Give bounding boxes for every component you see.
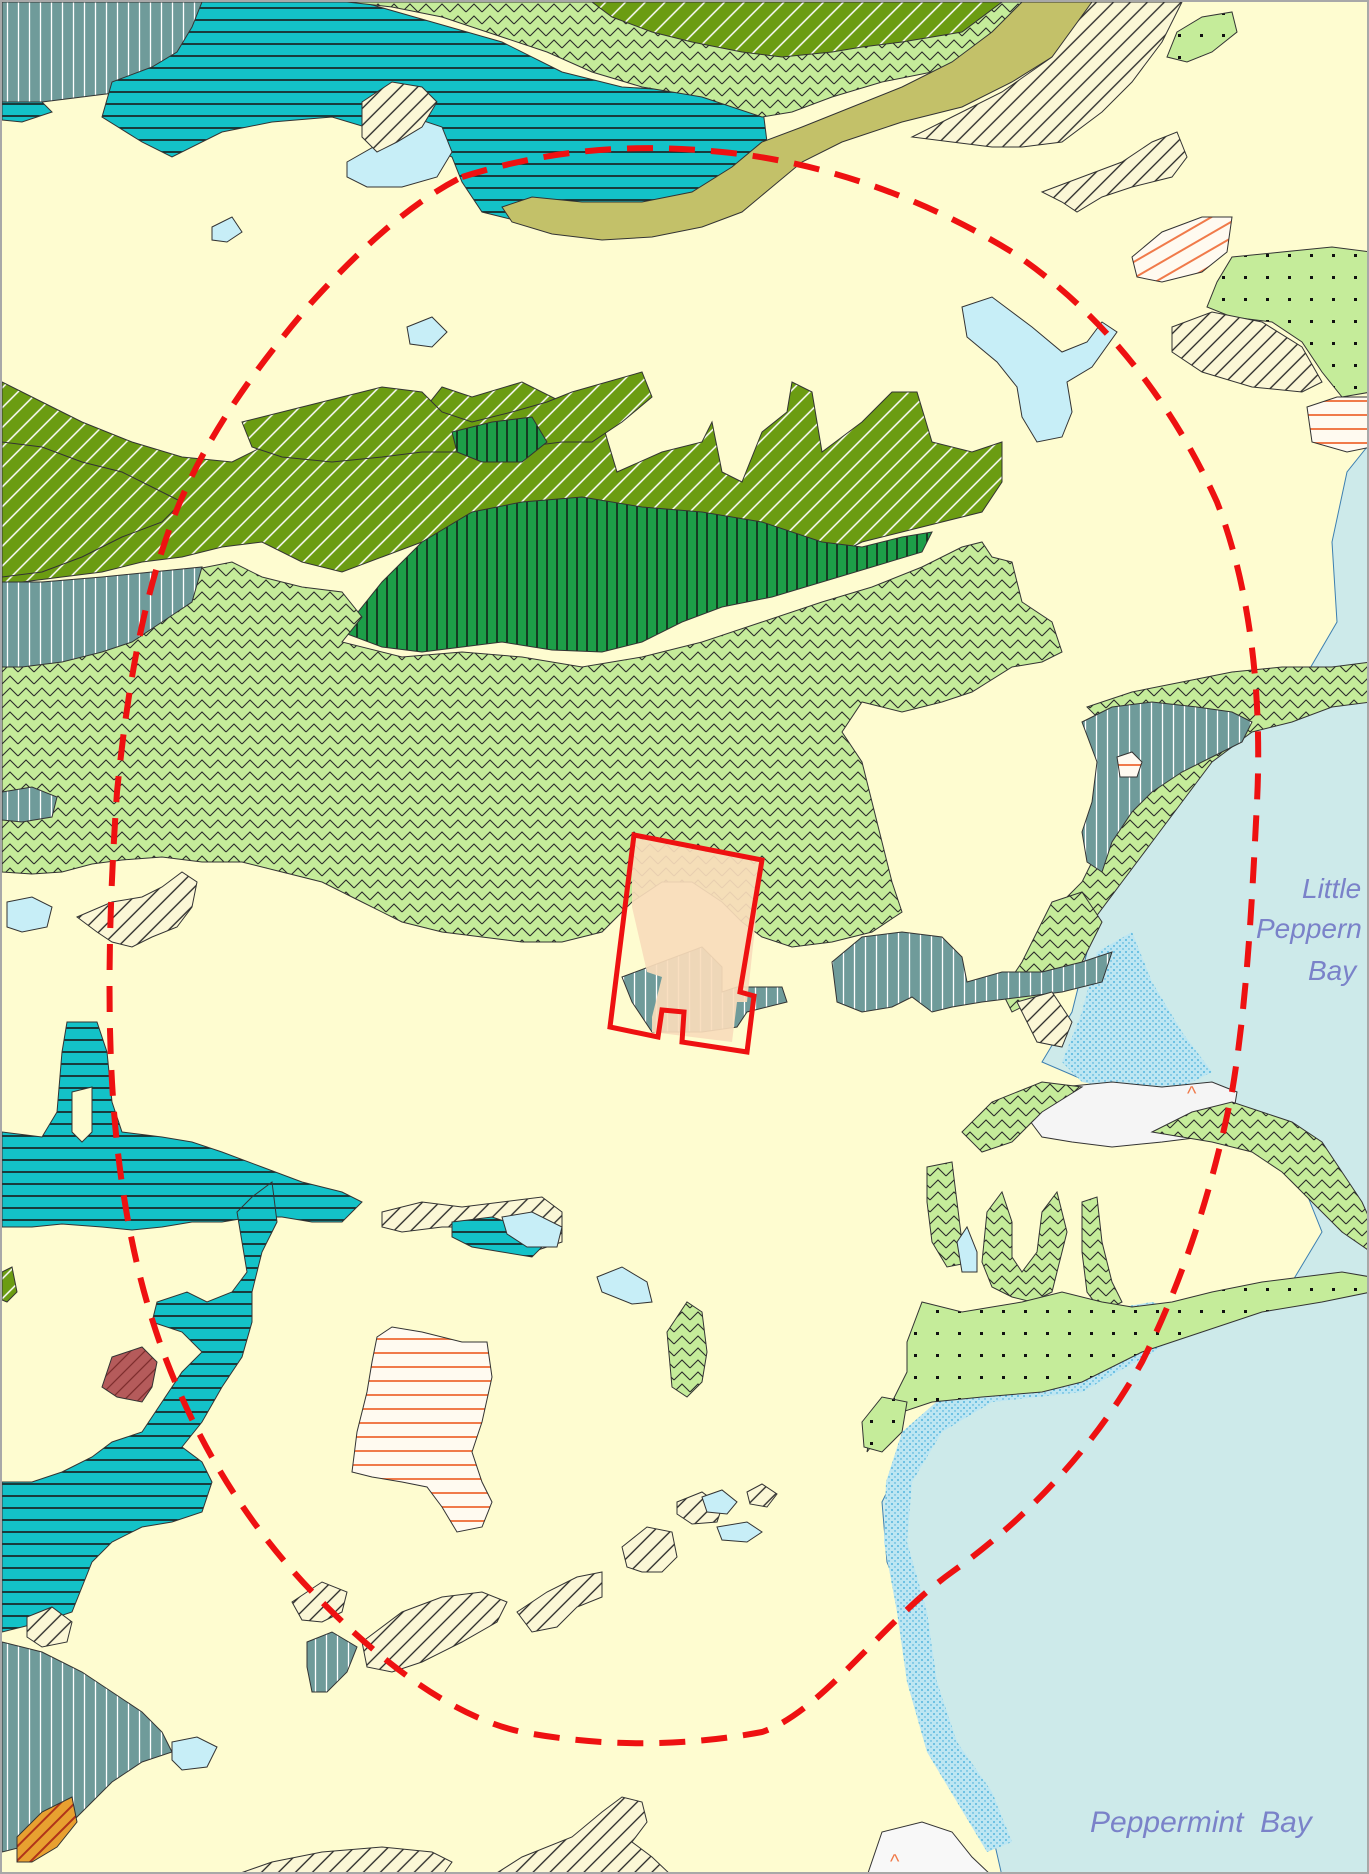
olive-west-wedge	[2, 441, 183, 578]
orange-hatch-patch-ne	[1131, 216, 1233, 283]
khaki-river-channel	[501, 2, 1103, 241]
pale-blue-pond-mid	[501, 1211, 563, 1248]
pale-blue-pond-sw	[171, 1736, 218, 1771]
teal-unit-north	[101, 2, 768, 233]
cream-diag-patch-ne-1	[1040, 131, 1188, 213]
olive-unit-north	[591, 2, 1003, 58]
caret-marker-shore: ^	[1187, 1083, 1197, 1105]
site-boundary-icon[interactable]	[607, 832, 765, 1055]
cream-diag-patch-south-2	[361, 1591, 508, 1673]
pale-blue-pond-south-1	[701, 1489, 738, 1515]
caret-marker-bottom: ^	[890, 1851, 900, 1873]
zigzag-band-east-2	[1150, 1101, 1367, 1250]
cream-diag-patch-east-mid	[1016, 991, 1073, 1048]
green-vertical-unit	[341, 496, 933, 653]
orange-hatch-tiny-east	[1116, 751, 1143, 778]
buffer-circle-icon	[106, 145, 1262, 1747]
zigzag-patch-mid	[666, 1301, 708, 1398]
slate-unit-south-small	[306, 1631, 358, 1693]
teal-unit-west-strip	[2, 101, 53, 123]
zigzag-band-east	[961, 1081, 1084, 1153]
zigzag-patch-east-2	[981, 1190, 1068, 1303]
cream-diag-patch-ne-2	[1171, 311, 1323, 393]
light-green-dot-unit-ne	[1206, 246, 1367, 398]
green-dot-patch-edge	[861, 1396, 908, 1453]
orange-hatch-patch-east-edge	[1306, 396, 1367, 453]
brown-diag-patch	[16, 1796, 78, 1863]
pale-blue-pond-east	[956, 1225, 978, 1273]
pale-blue-lake-ne	[961, 296, 1118, 443]
light-green-dot-unit-top	[1166, 11, 1238, 63]
cream-diag-patch-bottom-1	[241, 1846, 453, 1872]
green-vertical-small	[451, 416, 548, 463]
teal-unit-west-mid	[2, 1021, 363, 1231]
site-salmon-fill	[632, 837, 762, 1042]
cream-diag-patch-south-6	[746, 1483, 778, 1508]
label-little-peppermint-bay-line2: Peppern	[1256, 913, 1362, 944]
pale-blue-pond-small-1	[211, 216, 243, 243]
teal-unit-west-south	[2, 1181, 278, 1633]
white-patch-bottom	[867, 1821, 989, 1872]
label-little-peppermint-bay-line1: Little	[1302, 873, 1361, 904]
orange-hatch-patch-south	[351, 1326, 493, 1533]
maroon-patch	[101, 1346, 158, 1403]
cream-diag-patch-sw	[26, 1606, 73, 1648]
teal-unit-mid-south	[451, 1216, 548, 1258]
cream-diag-patch-north	[361, 81, 438, 153]
cream-diag-unit-northeast	[910, 2, 1183, 148]
cream-diag-patch-bottom-2	[497, 1796, 669, 1872]
label-little-peppermint-bay-line3: Bay	[1308, 955, 1358, 986]
slate-unit-east-shore	[1081, 701, 1253, 873]
cream-diag-patch-south-3	[516, 1571, 603, 1633]
cream-diag-patch-west-1	[76, 871, 198, 948]
pale-blue-pond-west	[6, 896, 53, 933]
slate-unit-west-small	[2, 786, 58, 823]
slate-unit-central-east	[831, 931, 1113, 1013]
pale-blue-pond-south-2	[716, 1521, 763, 1543]
teal-inlet-west	[71, 1086, 93, 1143]
zigzag-patch-east-3	[1081, 1196, 1123, 1313]
zigzag-unit-central	[2, 541, 1063, 948]
label-peppermint-bay: Peppermint Bay	[1090, 1806, 1314, 1839]
pale-blue-pond-mid-2	[596, 1266, 653, 1305]
cream-diag-patch-south-4	[621, 1526, 678, 1573]
olive-west-strip	[2, 1266, 18, 1303]
olive-unit-central-top	[241, 371, 653, 463]
pale-blue-pond-small-2	[406, 316, 448, 348]
